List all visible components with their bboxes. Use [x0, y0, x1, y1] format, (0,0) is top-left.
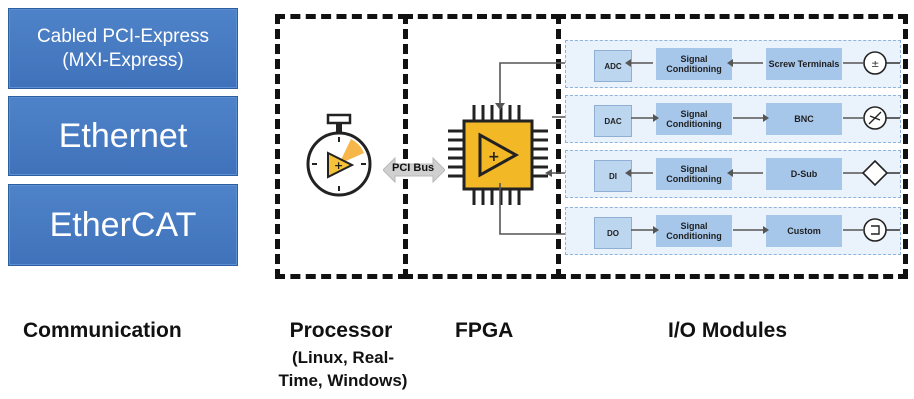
io-module-row-di: DI Signal Conditioning D-Sub: [565, 150, 901, 198]
cabled-pci-express-box: Cabled PCI-Express (MXI-Express): [8, 8, 238, 89]
communication-label: Communication: [23, 319, 182, 342]
processor-label: Processor: [289, 319, 393, 342]
io-row-arrows: ±: [625, 51, 900, 242]
io-modules-label: I/O Modules: [668, 319, 788, 342]
dac-converter: DAC: [594, 105, 632, 137]
ethernet-box: Ethernet: [8, 96, 238, 176]
svg-text:+: +: [488, 149, 500, 165]
di-converter: DI: [594, 160, 632, 192]
signal-conditioning-box: Signal Conditioning: [656, 48, 732, 80]
d-sub-box: D-Sub: [766, 158, 842, 190]
ethernet-label: Ethernet: [58, 116, 188, 155]
fpga-chip-icon: +: [448, 105, 548, 205]
signal-conditioning-box: Signal Conditioning: [656, 103, 732, 135]
pci-bus-arrow: [383, 156, 445, 184]
cabled-pci-express-line1: Cabled PCI-Express: [36, 25, 210, 47]
do-converter: DO: [594, 217, 632, 249]
custom-box: Custom: [766, 215, 842, 247]
svg-text:±: ±: [871, 59, 879, 70]
adc-converter: ADC: [594, 50, 632, 82]
pci-bus-label: PCI Bus: [392, 162, 435, 174]
bnc-box: BNC: [766, 103, 842, 135]
cabled-pci-express-line2: (MXI-Express): [62, 49, 184, 71]
fpga-label: FPGA: [455, 319, 514, 342]
io-module-row-do: DO Signal Conditioning Custom: [565, 207, 901, 255]
io-modules-region: [556, 14, 908, 279]
ethercat-box: EtherCAT: [8, 184, 238, 266]
processor-os-label: (Linux, Real- Time, Windows): [278, 348, 408, 390]
io-module-row-dac: DAC Signal Conditioning BNC: [565, 95, 901, 143]
stopwatch-icon: +: [306, 113, 372, 197]
signal-conditioning-box: Signal Conditioning: [656, 158, 732, 190]
screw-terminals-box: Screw Terminals: [766, 48, 842, 80]
signal-conditioning-box: Signal Conditioning: [656, 215, 732, 247]
svg-text:+: +: [334, 159, 343, 172]
ethercat-label: EtherCAT: [49, 205, 197, 244]
